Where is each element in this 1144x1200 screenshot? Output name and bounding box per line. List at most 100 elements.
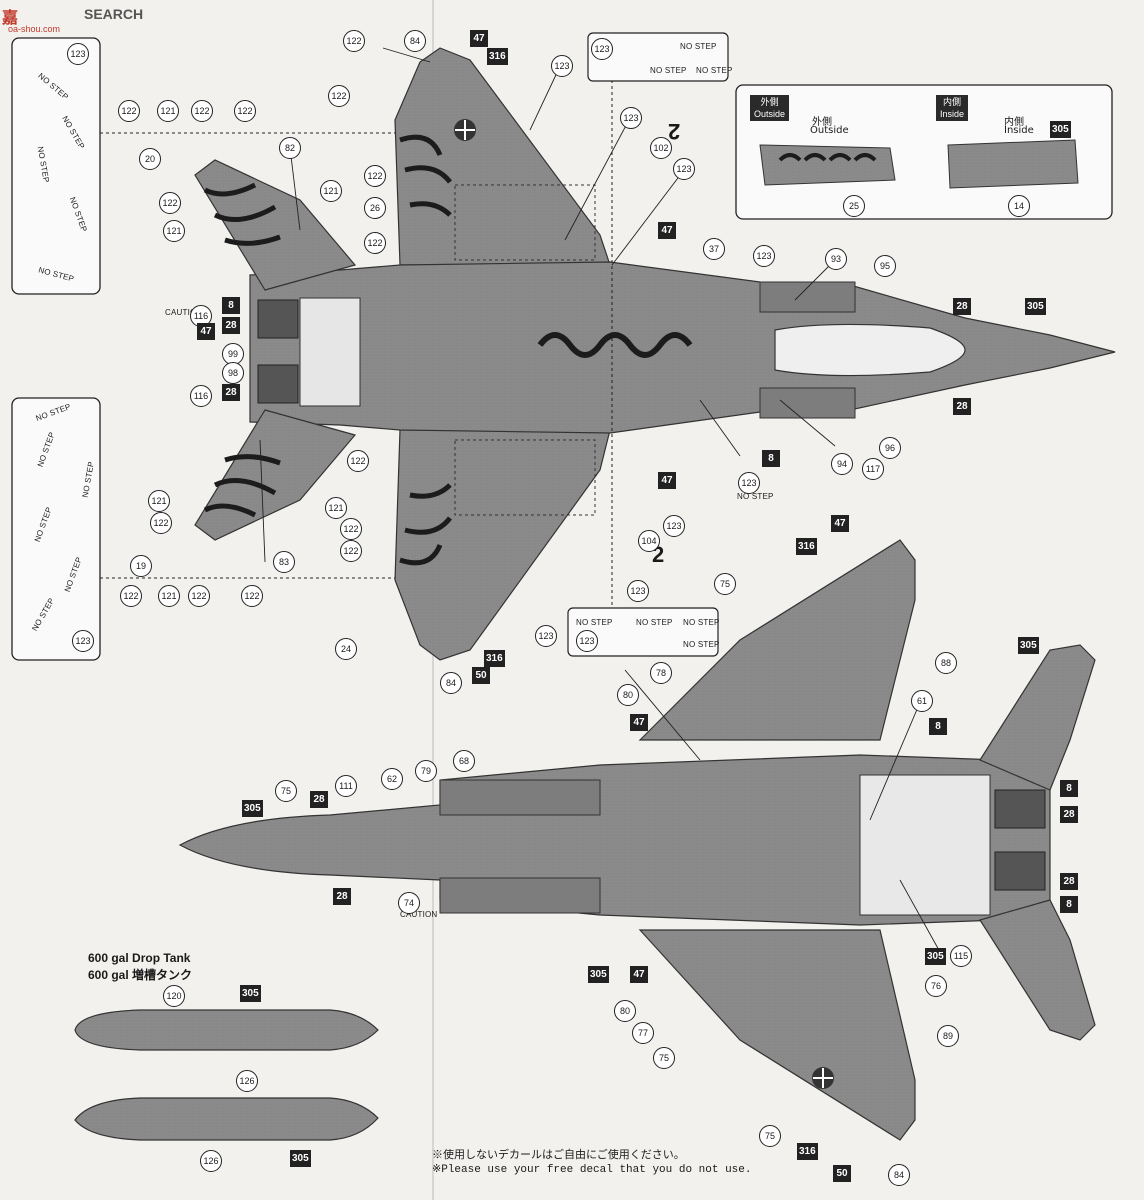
decal-callout: 94: [831, 453, 853, 475]
decal-box-callout: 28: [310, 791, 328, 808]
decal-callout: 123: [738, 472, 760, 494]
decal-callout: 121: [148, 490, 170, 512]
section-mark: 2: [668, 119, 681, 144]
drop-tank-title-jp: 600 gal 増槽タンク: [88, 968, 193, 982]
decal-callout: 122: [118, 100, 140, 122]
decal-box-callout: 28: [953, 298, 971, 315]
outside-label-jp: 外側: [812, 117, 832, 128]
decal-box-callout: 316: [484, 650, 505, 667]
no-step-stencil: NO STEP: [683, 640, 720, 649]
inside-label-en: Inside: [1004, 125, 1034, 136]
drop-tank-drawings: [74, 1009, 379, 1141]
site-logo-domain: oa-shou.com: [8, 24, 61, 34]
decal-box-callout: 28: [333, 888, 351, 905]
no-step-stencil: NO STEP: [636, 618, 673, 627]
decal-callout: 116: [190, 385, 212, 407]
decal-box-callout: 305: [240, 985, 261, 1002]
decal-callout: 122: [120, 585, 142, 607]
decal-callout: 104: [638, 530, 660, 552]
decal-callout: 126: [236, 1070, 258, 1092]
decal-callout: 117: [862, 458, 884, 480]
decal-callout: 75: [714, 573, 736, 595]
decal-callout: 122: [364, 165, 386, 187]
decal-callout: 37: [703, 238, 725, 260]
decal-callout: 111: [335, 775, 357, 797]
decal-box-callout: 47: [658, 472, 676, 489]
decal-callout: 98: [222, 362, 244, 384]
decal-box-callout: 28: [222, 317, 240, 334]
decal-callout: 122: [159, 192, 181, 214]
decal-callout: 122: [340, 540, 362, 562]
no-step-stencil: NO STEP: [576, 618, 613, 627]
decal-callout: 75: [759, 1125, 781, 1147]
decal-box-callout: 316: [797, 1143, 818, 1160]
decal-callout: 25: [843, 195, 865, 217]
decal-callout: 121: [325, 497, 347, 519]
decal-box-callout: 8: [222, 297, 240, 314]
top-view-aircraft: [194, 47, 1116, 661]
decal-box-callout: 47: [470, 30, 488, 47]
decal-callout: 123: [591, 38, 613, 60]
decal-callout: 122: [191, 100, 213, 122]
decal-callout: 79: [415, 760, 437, 782]
decal-box-callout: 47: [630, 714, 648, 731]
decal-box-callout: 47: [197, 323, 215, 340]
caution-stencil: CAUTION: [165, 308, 203, 317]
decal-callout: 76: [925, 975, 947, 997]
decal-callout: 115: [950, 945, 972, 967]
decal-box-callout: 28: [1060, 873, 1078, 890]
decal-callout: 123: [627, 580, 649, 602]
decal-callout: 75: [653, 1047, 675, 1069]
site-logo-search: SEARCH: [84, 6, 144, 22]
decal-callout: 122: [234, 100, 256, 122]
decal-callout: 84: [888, 1164, 910, 1186]
decal-box-callout: 305: [925, 948, 946, 965]
decal-callout: 121: [320, 180, 342, 202]
decal-callout: 122: [347, 450, 369, 472]
decal-callout: 121: [157, 100, 179, 122]
decal-box-callout: 28: [953, 398, 971, 415]
decal-callout: 123: [620, 107, 642, 129]
decal-callout: 62: [381, 768, 403, 790]
decal-callout: 122: [340, 518, 362, 540]
decal-callout: 14: [1008, 195, 1030, 217]
decal-callout: 96: [879, 437, 901, 459]
no-step-stencil: NO STEP: [683, 618, 720, 627]
decal-box-callout: 8: [1060, 780, 1078, 797]
decal-box-callout: 28: [1060, 806, 1078, 823]
decal-callout: 122: [241, 585, 263, 607]
decal-callout: 123: [551, 55, 573, 77]
decal-callout: 123: [663, 515, 685, 537]
decal-callout: 26: [364, 197, 386, 219]
site-logo: 嘉: [2, 10, 19, 27]
no-step-stencil: NO STEP: [680, 42, 717, 51]
decal-callout: 120: [163, 985, 185, 1007]
note-jp: ※使用しないデカールはご自由にご使用ください。: [432, 1150, 685, 1162]
decal-callout: 82: [279, 137, 301, 159]
no-step-stencil: NO STEP: [650, 66, 687, 75]
decal-callout: 123: [576, 630, 598, 652]
decal-callout: 24: [335, 638, 357, 660]
decal-box-callout: 316: [487, 48, 508, 65]
no-step-stencil: NO STEP: [737, 492, 774, 501]
inside-label-jp: 内側: [1004, 117, 1024, 128]
decal-box-callout: 316: [796, 538, 817, 555]
caution-stencil: CAUTION: [400, 910, 438, 919]
decal-callout: 84: [404, 30, 426, 52]
decal-box-callout: 47: [658, 222, 676, 239]
drop-tank-title-en: 600 gal Drop Tank: [88, 951, 191, 965]
decal-callout: 121: [163, 220, 185, 242]
decal-callout: 95: [874, 255, 896, 277]
decal-callout: 122: [343, 30, 365, 52]
decal-callout: 123: [67, 43, 89, 65]
decal-callout: 102: [650, 137, 672, 159]
decal-callout: 74: [398, 892, 420, 914]
decal-callout: 123: [753, 245, 775, 267]
decal-box-callout: 50: [833, 1165, 851, 1182]
decal-callout: 89: [937, 1025, 959, 1047]
decal-callout: 19: [130, 555, 152, 577]
decal-callout: 68: [453, 750, 475, 772]
